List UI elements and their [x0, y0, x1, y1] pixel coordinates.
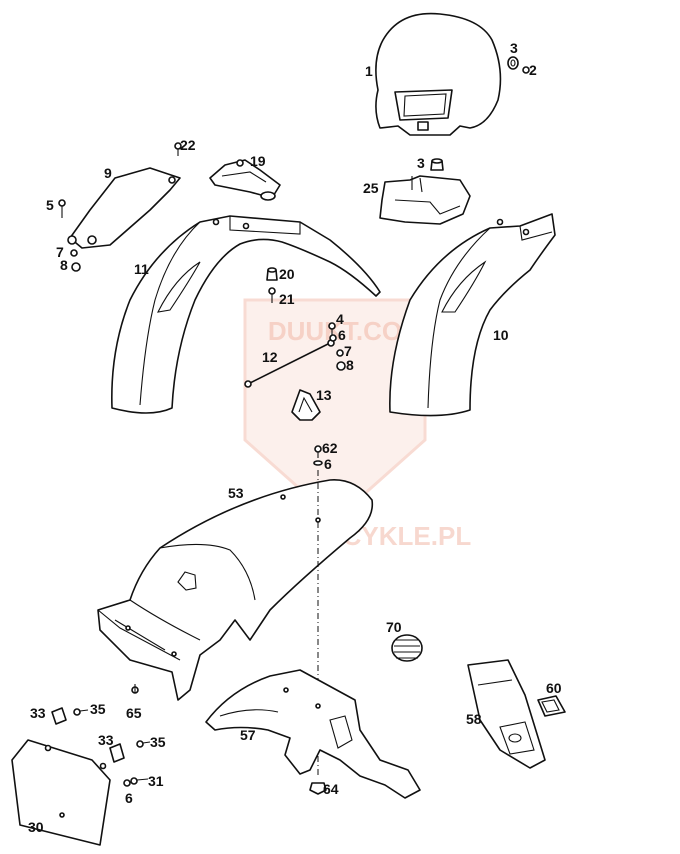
screw-31[interactable] — [130, 777, 149, 785]
label-12: 12 — [262, 349, 278, 365]
grommet-20[interactable] — [266, 267, 278, 281]
label-7a: 7 — [56, 244, 64, 260]
plate-30[interactable] — [11, 739, 111, 846]
label-22: 22 — [180, 137, 196, 153]
label-13: 13 — [316, 387, 332, 403]
label-7b: 7 — [344, 343, 352, 359]
label-53: 53 — [228, 485, 244, 501]
label-33a: 33 — [30, 705, 46, 721]
clip-33b[interactable] — [109, 743, 125, 763]
mudguard-57[interactable] — [205, 669, 421, 799]
reflector-70[interactable] — [391, 634, 423, 662]
washer-6b[interactable] — [313, 460, 323, 466]
label-60: 60 — [546, 680, 562, 696]
nut-64[interactable] — [309, 782, 327, 795]
plate-58[interactable] — [467, 659, 546, 769]
bracket-9[interactable] — [67, 167, 181, 249]
washer-7a[interactable] — [70, 249, 78, 257]
label-19: 19 — [250, 153, 266, 169]
part-labels: 1 2 3 3 25 22 19 9 5 7 8 11 20 21 4 6 12… — [28, 40, 562, 835]
grommet-3-bottom[interactable] — [430, 158, 444, 171]
fender-10[interactable] — [389, 213, 556, 417]
holder-25[interactable] — [379, 175, 471, 225]
nut-8b[interactable] — [336, 361, 346, 371]
label-4: 4 — [336, 311, 344, 327]
label-8b: 8 — [346, 357, 354, 373]
label-3-bottom: 3 — [417, 155, 425, 171]
clip-33a[interactable] — [51, 707, 67, 725]
screw-21[interactable] — [268, 287, 276, 303]
nut-8a[interactable] — [71, 262, 81, 272]
label-10: 10 — [493, 327, 509, 343]
label-70: 70 — [386, 619, 402, 635]
watermark-top-text: DUUKT.CO — [268, 316, 402, 346]
label-62: 62 — [322, 440, 338, 456]
label-65: 65 — [126, 705, 142, 721]
screw-65[interactable] — [131, 684, 139, 694]
label-35a: 35 — [90, 701, 106, 717]
washer-6c[interactable] — [123, 779, 131, 787]
label-30: 30 — [28, 819, 44, 835]
headlight-mask[interactable] — [375, 12, 502, 136]
label-2: 2 — [529, 62, 537, 78]
label-57: 57 — [240, 727, 256, 743]
label-1: 1 — [365, 63, 373, 79]
bracket-19[interactable] — [209, 159, 281, 201]
grommet-3-top[interactable] — [507, 56, 519, 70]
label-31: 31 — [148, 773, 164, 789]
label-25: 25 — [363, 180, 379, 196]
front-fender-11[interactable] — [111, 215, 381, 414]
clip-13[interactable] — [291, 389, 321, 421]
label-6a: 6 — [338, 327, 346, 343]
screw-35b[interactable] — [136, 740, 151, 748]
label-35b: 35 — [150, 734, 166, 750]
washer-7b[interactable] — [336, 349, 344, 357]
nut-2[interactable] — [522, 66, 530, 74]
washer-6a[interactable] — [329, 334, 337, 342]
label-58: 58 — [466, 711, 482, 727]
screw-22[interactable] — [174, 142, 182, 156]
screw-5[interactable] — [58, 199, 66, 218]
label-6b: 6 — [324, 456, 332, 472]
screw-35a[interactable] — [73, 708, 89, 716]
label-21: 21 — [279, 291, 295, 307]
label-5: 5 — [46, 197, 54, 213]
label-33b: 33 — [98, 732, 114, 748]
label-64: 64 — [323, 781, 339, 797]
label-9: 9 — [104, 165, 112, 181]
label-6c: 6 — [125, 790, 133, 806]
screw-62[interactable] — [314, 445, 322, 458]
gasket-60[interactable] — [537, 695, 566, 717]
rear-fender-53[interactable] — [97, 479, 374, 701]
label-20: 20 — [279, 266, 295, 282]
label-3-top: 3 — [510, 40, 518, 56]
label-8a: 8 — [60, 257, 68, 273]
label-11: 11 — [134, 261, 149, 277]
